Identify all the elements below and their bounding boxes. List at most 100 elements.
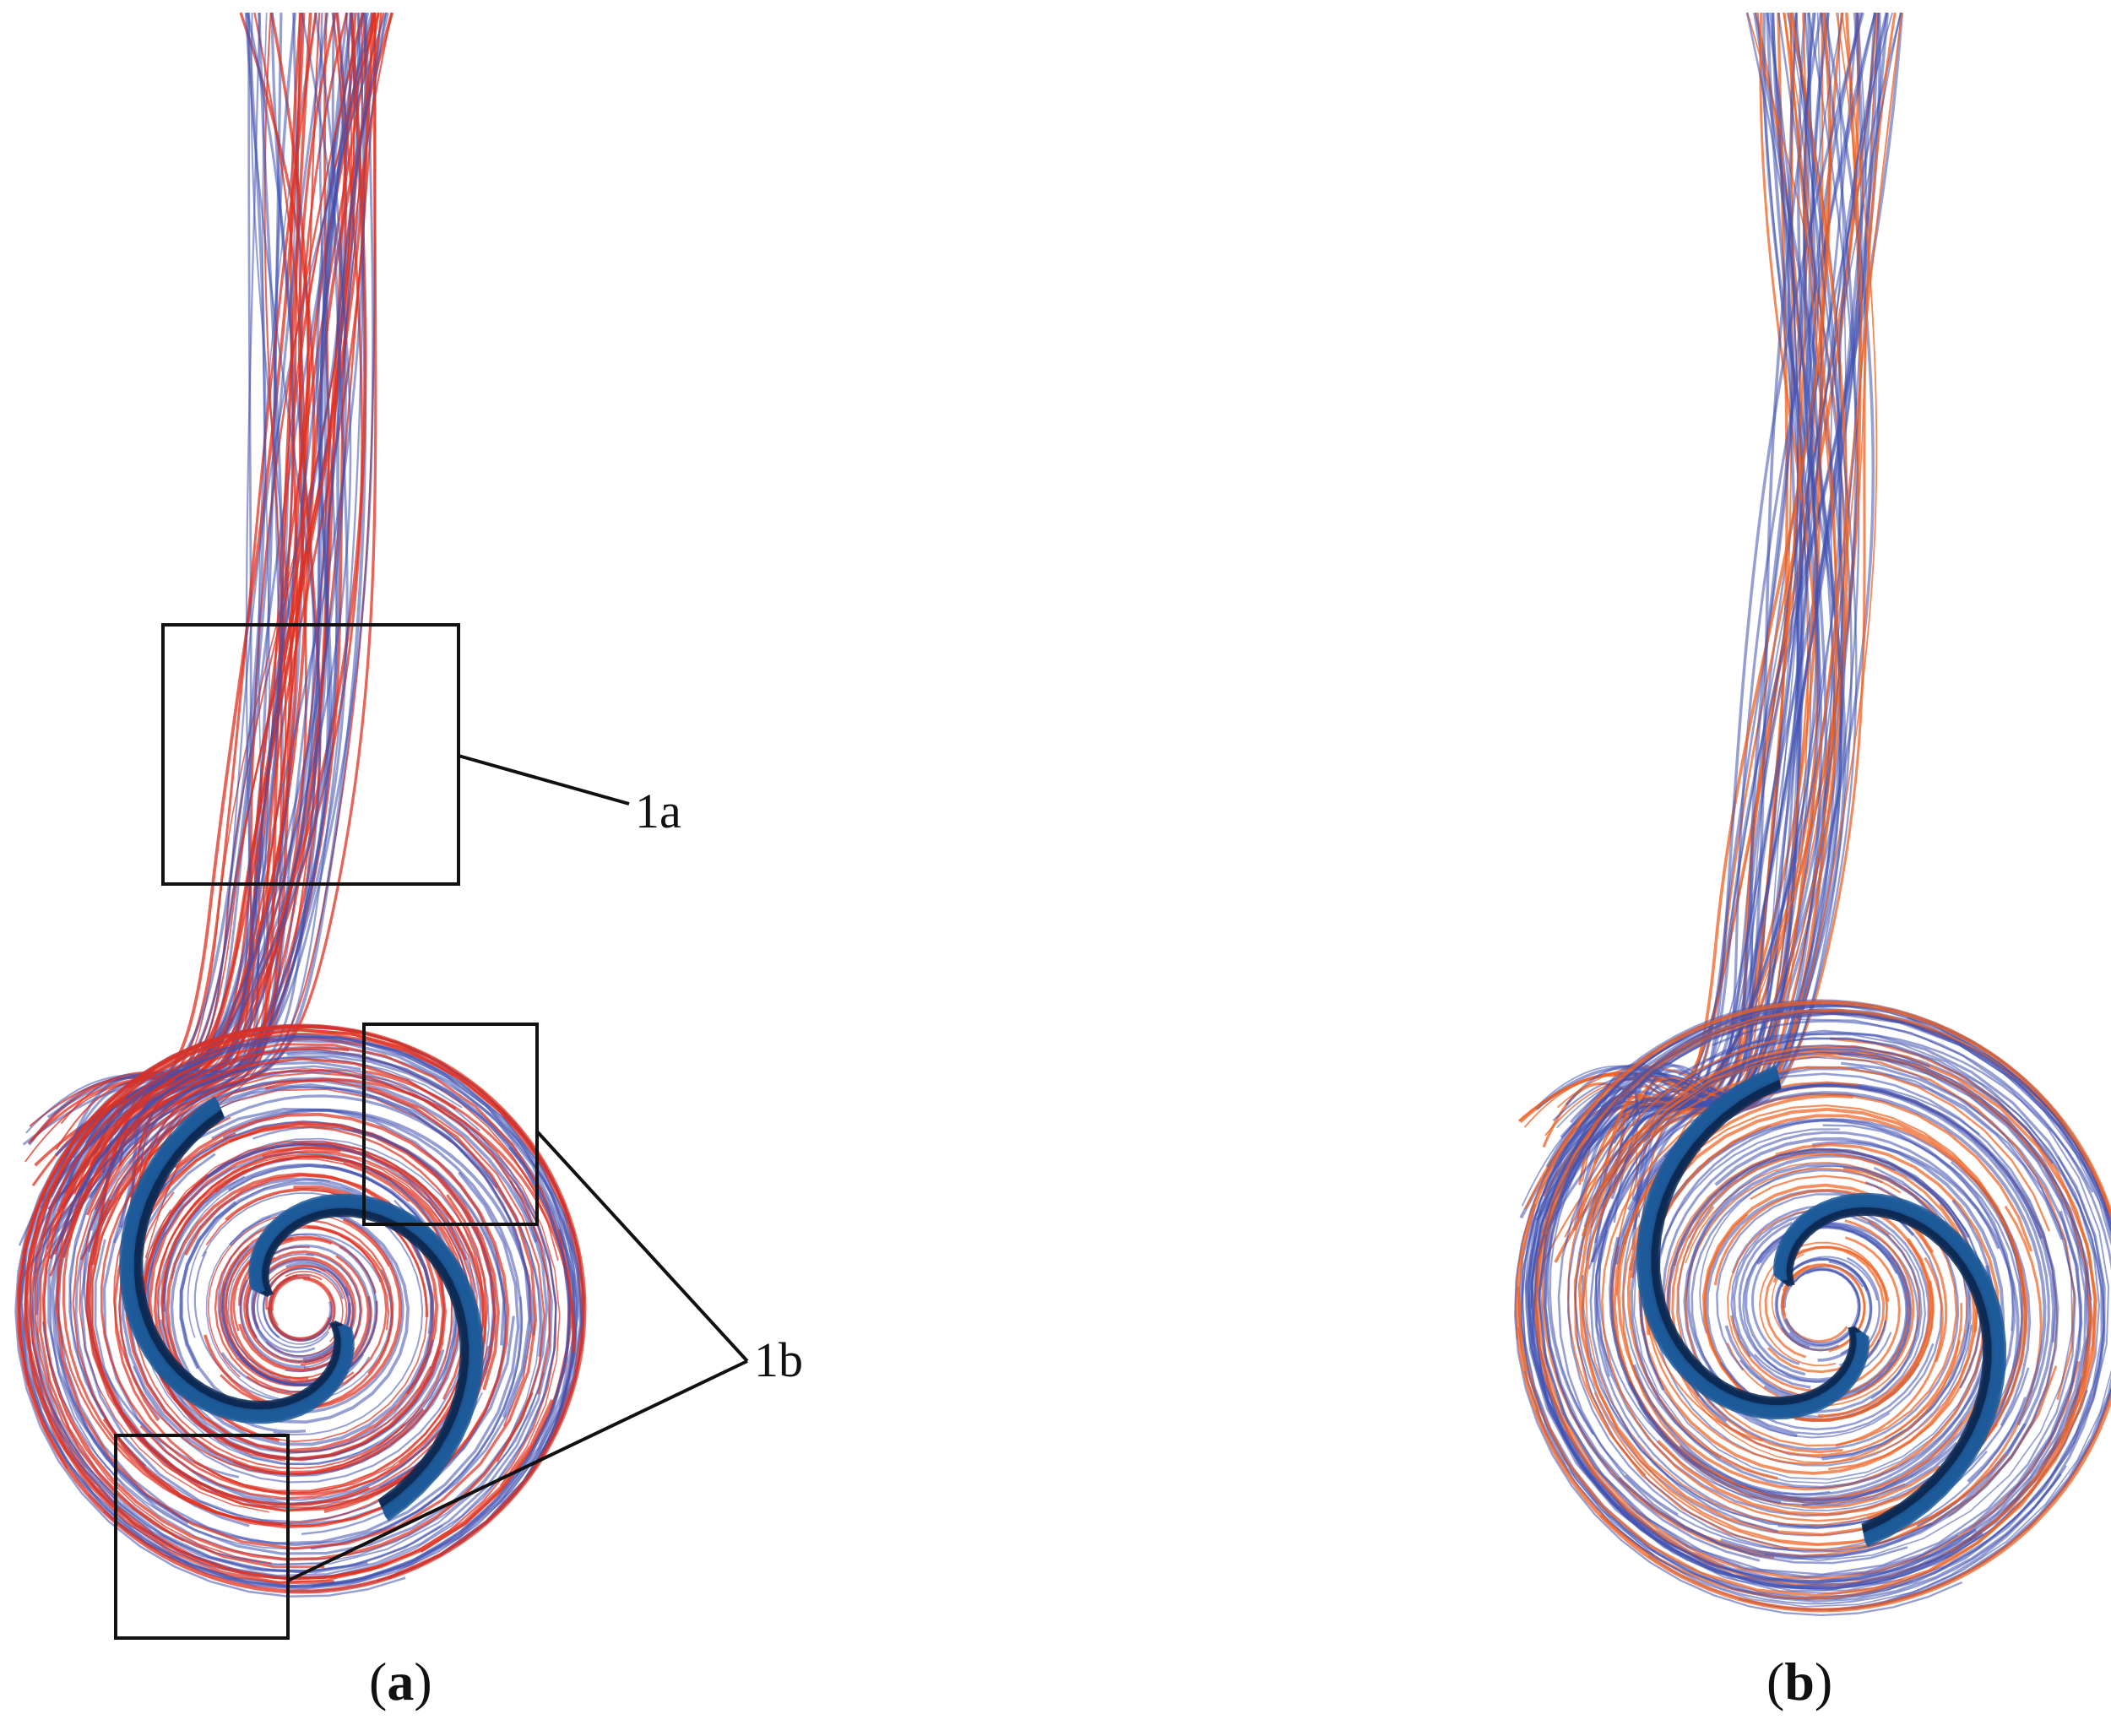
a-impeller-blade: [248, 1193, 484, 1522]
a-volute-streak: [55, 1057, 538, 1550]
b-volute-streak: [1671, 1153, 1978, 1454]
b-volute-streak: [1643, 1114, 2028, 1521]
callout-box-1a: [161, 623, 460, 886]
a-volute-streak: [205, 1216, 393, 1402]
b-volute-streak: [1589, 1072, 2057, 1533]
b-volute-streak: [1686, 1154, 1970, 1412]
panel-b-streamlines: [1514, 12, 2111, 1617]
caption-b: (b): [1766, 1652, 1833, 1712]
a-volute-streak: [156, 1151, 472, 1492]
caption-a: (a): [369, 1652, 432, 1712]
a-casing-ring: [16, 1023, 587, 1594]
a-pipe-streak: [62, 12, 364, 1258]
a-volute-streak: [285, 1261, 351, 1361]
b-volute-streak: [1663, 1154, 1978, 1464]
b-pipe-streak: [1604, 12, 1844, 1115]
panel-b-volute-streaks: [1514, 999, 2111, 1617]
b-pipe-streak: [1586, 12, 1902, 1261]
a-volute-streak: [239, 1279, 307, 1369]
a-pipe-streak: [85, 12, 252, 1144]
b-volute-streak: [1533, 1018, 2110, 1595]
b-volute-streak: [1729, 1236, 1901, 1392]
panel-a-impeller: [119, 1096, 484, 1522]
a-volute-streak: [232, 1162, 461, 1475]
b-pipe-streak: [1602, 12, 1832, 1184]
b-volute-streak: [1724, 1225, 1908, 1400]
callout-1a: 1a: [161, 623, 681, 886]
b-casing-ring: [1515, 1000, 2111, 1613]
b-volute-streak: [1751, 1245, 1800, 1365]
a-volute-streak: [72, 1069, 551, 1527]
b-volute-streak: [1632, 1364, 1958, 1502]
a-volute-streak: [100, 1135, 460, 1495]
callout-box-1b-upper: [362, 1023, 539, 1226]
b-volute-streak: [1585, 1053, 2045, 1527]
leader-line-1a: [458, 754, 630, 806]
panel-a-streamlines: [14, 12, 587, 1598]
b-volute-streak: [1655, 1118, 2032, 1426]
b-volute-streak: [1609, 1083, 2043, 1504]
b-pipe-streak: [1552, 12, 1858, 1122]
a-volute-streak: [285, 1253, 361, 1373]
caption-a-letter: a: [387, 1652, 415, 1712]
b-volute-streak: [1626, 1094, 1853, 1480]
a-volute-streak: [88, 1142, 485, 1506]
a-volute-streak: [271, 1276, 336, 1330]
b-volute-streak: [1525, 1126, 1959, 1581]
a-volute-streak: [102, 1112, 510, 1529]
leader-line-1b-upper: [535, 1130, 749, 1363]
b-volute-streak: [1724, 1091, 2047, 1484]
b-pipe-streak: [1616, 12, 1808, 1133]
panel-b-impeller: [1636, 1065, 2007, 1548]
b-volute-streak: [1669, 1303, 1963, 1457]
a-pipe-streak: [70, 12, 267, 1143]
b-impeller-eye: [1791, 1276, 1852, 1337]
a-volute-streak: [201, 1192, 424, 1436]
a-volute-streak: [51, 1048, 572, 1588]
a-pipe-streak: [104, 12, 349, 1180]
b-volute-streak: [1528, 1004, 1984, 1590]
a-volute-streak: [214, 1218, 394, 1393]
b-volute-streak: [1835, 1256, 1944, 1447]
b-volute-streak: [1544, 1012, 2090, 1562]
b-volute-streak: [1538, 1066, 2076, 1576]
b-volute-streak: [1567, 1039, 1778, 1476]
b-volute-streak: [1727, 1208, 1910, 1398]
b-volute-streak: [1526, 1023, 2090, 1588]
a-volute-streak: [118, 1126, 485, 1422]
a-volute-streak: [162, 1163, 449, 1312]
a-volute-streak: [26, 1069, 557, 1580]
a-volute-streak: [84, 1079, 545, 1511]
b-volute-streak: [1679, 1334, 1990, 1496]
b-volute-streak: [1712, 1020, 2111, 1270]
a-volute-streak: [193, 1250, 371, 1402]
a-impeller-blade: [119, 1096, 355, 1424]
b-volute-streak: [1518, 1029, 2106, 1601]
a-volute-streak: [208, 1212, 390, 1378]
b-volute-streak: [1517, 1045, 2097, 1598]
callout-label-1a: 1a: [635, 784, 681, 838]
leader-line-1b-lower: [287, 1359, 748, 1582]
b-volute-streak: [1775, 1257, 1873, 1355]
b-volute-streak: [1582, 1066, 2051, 1545]
b-volute-streak: [1616, 1137, 1986, 1491]
caption-b-letter: b: [1784, 1652, 1815, 1712]
callout-1b: 1b: [114, 1023, 803, 1640]
a-volute-streak: [62, 1046, 350, 1526]
a-pipe-streak: [57, 12, 366, 1233]
a-volute-streak: [268, 1273, 330, 1341]
a-volute-streak: [34, 1032, 576, 1542]
b-volute-streak: [1817, 1207, 1932, 1418]
b-volute-streak: [1685, 1168, 1902, 1381]
a-impeller-eye: [273, 1280, 330, 1337]
panel-a-inlet-pipe-streaks: [18, 12, 394, 1278]
b-volute-streak: [1764, 1245, 1886, 1374]
b-volute-streak: [1574, 1056, 2073, 1562]
b-volute-streak: [1557, 1037, 2054, 1565]
b-volute-streak: [1531, 1053, 2087, 1585]
a-volute-streak: [187, 1179, 331, 1338]
a-volute-streak: [203, 1218, 402, 1410]
a-volute-streak: [247, 1253, 354, 1363]
callout-box-1b-lower: [114, 1434, 290, 1640]
